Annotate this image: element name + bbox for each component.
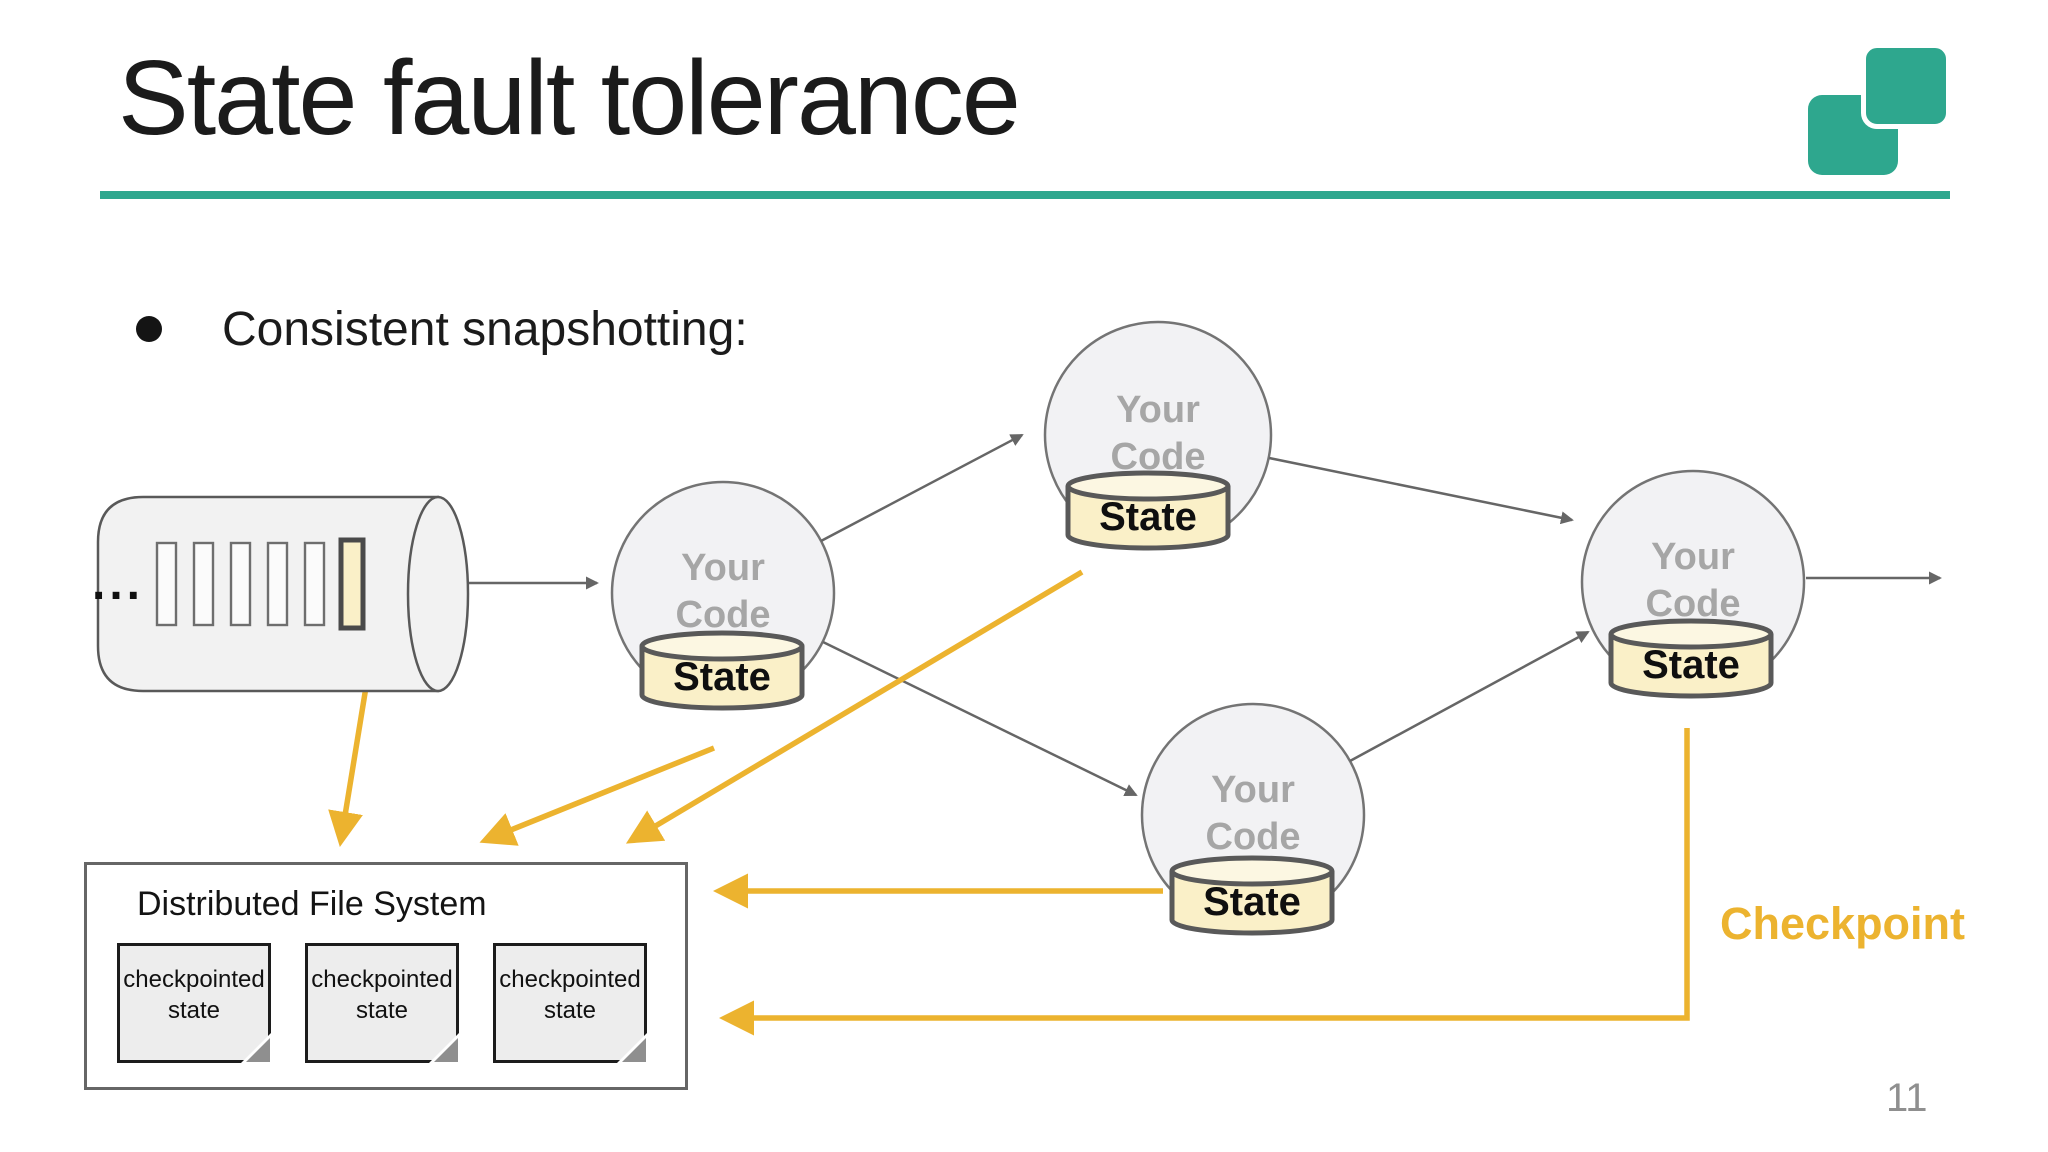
worker-label-line2: Code — [675, 594, 771, 636]
checkpointed-state-doc: checkpointed state — [305, 943, 459, 1063]
doc-label: checkpointed state — [123, 966, 265, 1024]
state-cylinder-3 — [1169, 855, 1335, 936]
worker-label-line1: Your — [1116, 389, 1200, 431]
input-log-cylinder — [96, 495, 470, 693]
page-number: 11 — [1886, 1076, 1928, 1120]
arrow-worker1-to-worker3 — [822, 640, 1138, 797]
worker-label-1: Your Code — [623, 545, 823, 639]
worker-label-line1: Your — [681, 547, 765, 589]
dataflow-arrows — [467, 433, 1942, 797]
worker-label-line2: Code — [1645, 583, 1741, 625]
log-record-bar — [266, 541, 289, 627]
arrow-state1-to-dfs — [479, 745, 716, 846]
state-cylinder-4 — [1608, 618, 1774, 699]
log-record-bar — [303, 541, 326, 627]
arrow-worker2-to-worker4 — [1268, 456, 1574, 525]
log-end-cap — [406, 495, 470, 693]
state-cylinder-2 — [1065, 470, 1231, 551]
worker-label-line1: Your — [1211, 769, 1295, 811]
checkpoint-label: Checkpoint — [1720, 898, 1966, 949]
state-cylinder-1 — [639, 630, 805, 711]
state-label-3: State — [1203, 880, 1301, 924]
worker-label-2: Your Code — [1058, 387, 1258, 481]
worker-label-line1: Your — [1651, 536, 1735, 578]
logo-square-front — [1861, 43, 1951, 129]
log-ellipsis: ... — [92, 557, 145, 610]
doc-label: checkpointed state — [499, 966, 641, 1024]
bullet-text: Consistent snapshotting: — [222, 303, 748, 356]
state-label-1: State — [673, 655, 771, 699]
page-title: State fault tolerance — [118, 39, 1021, 157]
worker-label-line2: Code — [1110, 436, 1206, 478]
checkpointed-state-doc: checkpointed state — [493, 943, 647, 1063]
bullet-point-icon — [136, 316, 162, 342]
worker-label-line2: Code — [1205, 816, 1301, 858]
log-record-bar — [229, 541, 252, 627]
dfs-title: Distributed File System — [137, 885, 487, 923]
arrow-state4-checkpoint-to-dfs — [718, 728, 1690, 1036]
log-record-bar — [155, 541, 178, 627]
state-cylinders — [639, 470, 1774, 936]
worker-label-3: Your Code — [1153, 767, 1353, 861]
arrow-worker3-to-worker4 — [1349, 630, 1590, 763]
log-record-bar-highlighted — [338, 537, 366, 631]
log-record-bar — [192, 541, 215, 627]
log-record-bars — [155, 541, 326, 627]
arrow-worker1-to-worker2 — [820, 433, 1024, 543]
checkpointed-state-doc: checkpointed state — [117, 943, 271, 1063]
state-label-4: State — [1642, 643, 1740, 687]
worker-label-4: Your Code — [1593, 534, 1793, 628]
title-underline — [100, 191, 1950, 199]
doc-label: checkpointed state — [311, 966, 453, 1024]
distributed-file-system-box: Distributed File System checkpointed sta… — [84, 862, 688, 1090]
arrow-state2-to-dfs — [625, 569, 1084, 844]
state-label-2: State — [1099, 495, 1197, 539]
